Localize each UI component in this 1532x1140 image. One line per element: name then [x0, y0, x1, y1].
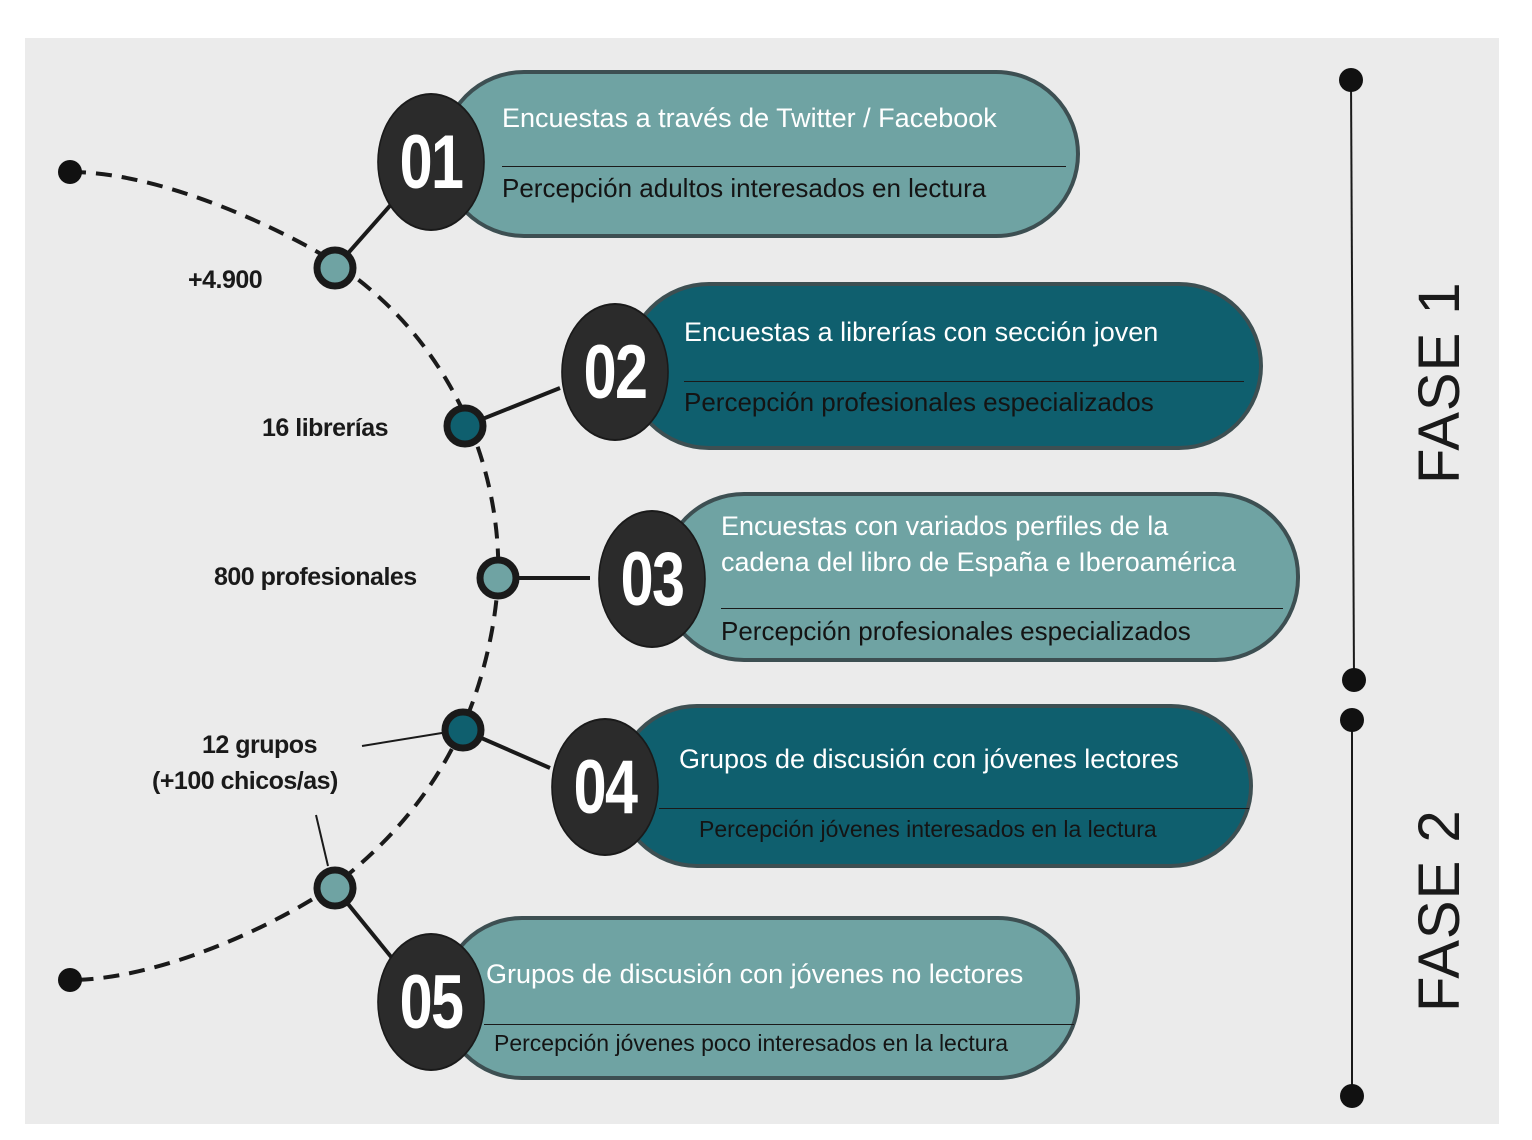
- step-02-number-badge: 02: [562, 305, 668, 439]
- leader-100-chicos: [315, 814, 329, 867]
- step-01-title: Encuestas a través de Twitter / Facebook: [502, 103, 997, 133]
- phase-1-top-dot: [1339, 68, 1363, 92]
- step-05-subtitle: Percepción jóvenes poco interesados en l…: [494, 1030, 1008, 1056]
- arc-node-03: [476, 556, 520, 600]
- arc-node-05: [313, 866, 357, 910]
- step-04-rule: [659, 808, 1249, 809]
- step-03-title-line-2: cadena del libro de España e Iberoaméric…: [721, 547, 1236, 577]
- step-01-pill: Encuestas a través de Twitter / Facebook…: [440, 70, 1080, 238]
- step-03-title-line-1: Encuestas con variados perfiles de la: [721, 511, 1169, 541]
- arc-end-dot: [58, 968, 82, 992]
- step-03-number-badge: 03: [599, 512, 705, 646]
- arc-node-04: [441, 708, 485, 752]
- node-label-100-chicos: (+100 chicos/as): [152, 767, 338, 795]
- node-label-4900: +4.900: [188, 266, 263, 294]
- step-05-title: Grupos de discusión con jóvenes no lecto…: [486, 959, 1024, 989]
- step-04-pill: Grupos de discusión con jóvenes lectores…: [615, 704, 1253, 868]
- phase-2-bottom-dot: [1340, 1084, 1364, 1108]
- step-02-rule: [684, 381, 1244, 382]
- arc-node-02: [443, 404, 487, 448]
- phase-1-line: [1350, 79, 1355, 681]
- node-label-16-librerias: 16 librerías: [262, 414, 389, 442]
- phase-1-bottom-dot: [1342, 668, 1366, 692]
- step-01-number-badge: 01: [378, 95, 484, 229]
- step-02-title: Encuestas a librerías con sección joven: [684, 317, 1159, 347]
- step-02-subtitle: Percepción profesionales especializados: [684, 387, 1154, 417]
- step-05-number-badge: 05: [378, 935, 484, 1069]
- arc-node-01: [313, 246, 357, 290]
- node-label-800-profesionales: 800 profesionales: [214, 563, 417, 591]
- leader-12-grupos: [361, 731, 449, 747]
- step-05-rule: [484, 1024, 1074, 1025]
- phase-2-label: FASE 2: [1407, 809, 1472, 1012]
- step-01-subtitle: Percepción adultos interesados en lectur…: [502, 173, 987, 203]
- step-02-pill: Encuestas a librerías con sección joven …: [625, 282, 1263, 450]
- phase-2-top-dot: [1340, 708, 1364, 732]
- node-label-12-grupos: 12 grupos: [202, 731, 317, 759]
- step-03-pill: Encuestas con variados perfiles de la ca…: [660, 492, 1300, 662]
- step-05-pill: Grupos de discusión con jóvenes no lecto…: [440, 916, 1080, 1080]
- arc-start-dot: [58, 160, 82, 184]
- step-04-title: Grupos de discusión con jóvenes lectores: [679, 744, 1179, 774]
- step-01-rule: [502, 166, 1066, 167]
- step-03-subtitle: Percepción profesionales especializados: [721, 616, 1191, 646]
- step-04-number-badge: 04: [552, 720, 658, 854]
- step-04-subtitle: Percepción jóvenes interesados en la lec…: [699, 816, 1157, 842]
- step-03-rule: [721, 608, 1283, 609]
- phase-1-label: FASE 1: [1407, 281, 1472, 484]
